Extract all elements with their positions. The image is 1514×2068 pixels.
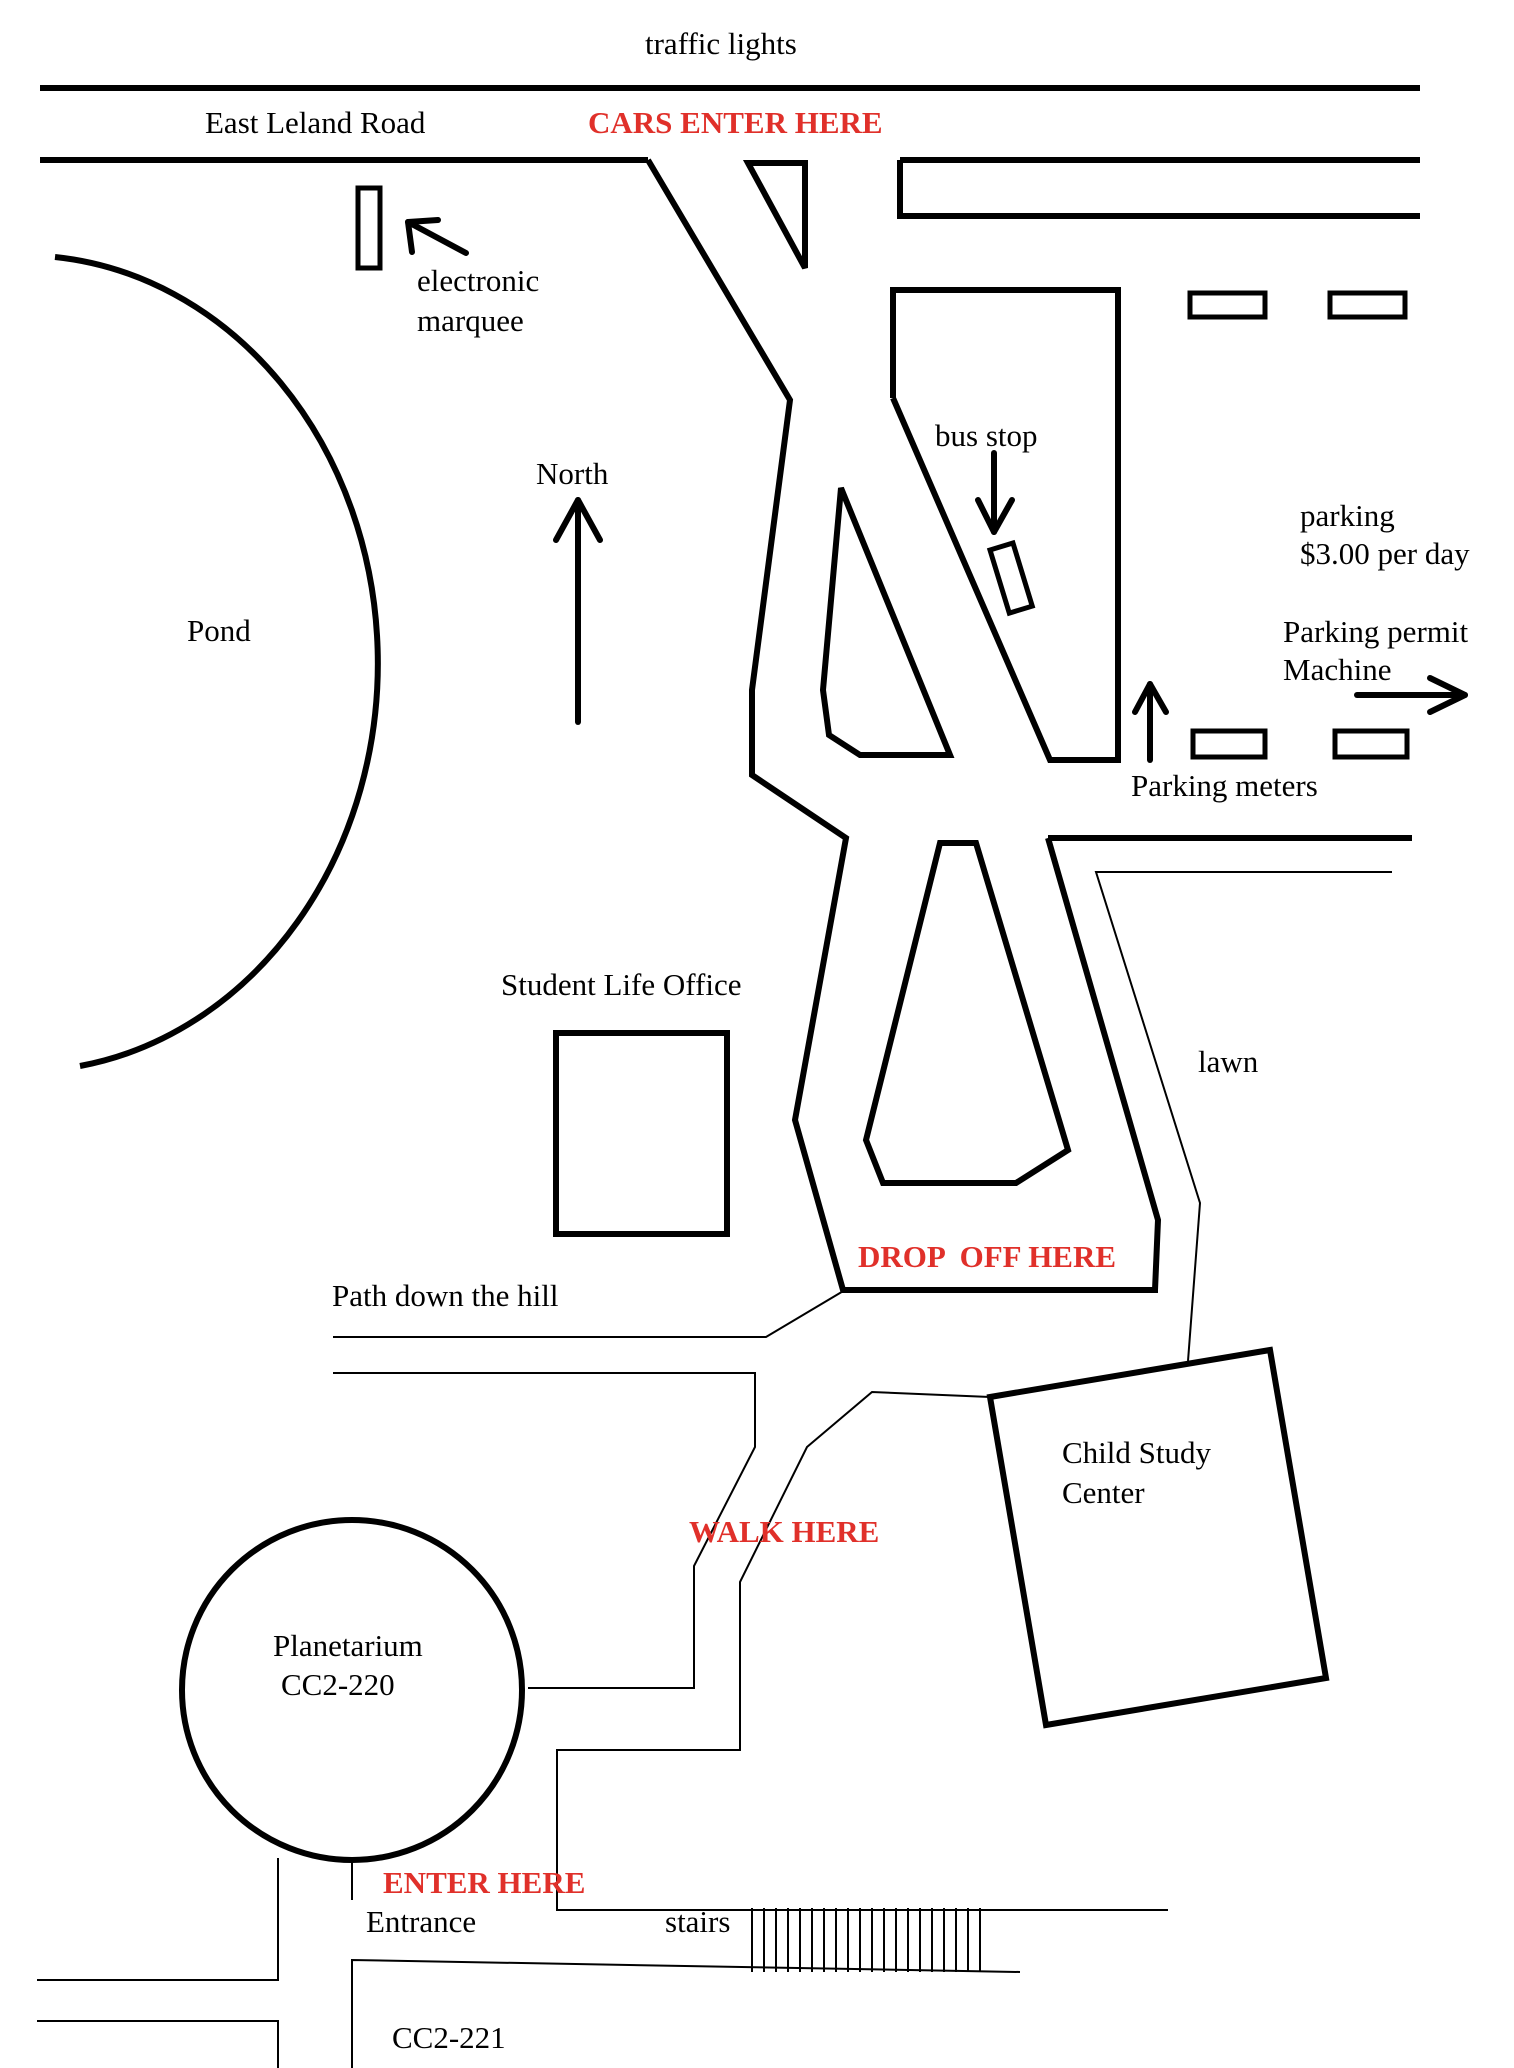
east-leland-road [40, 85, 1420, 219]
drop-off-here-label: DROP OFF HERE [858, 1239, 1116, 1274]
planetarium-room-label: CC2-220 [281, 1667, 395, 1702]
room-cc2-221-label: CC2-221 [392, 2020, 506, 2055]
cars-enter-here-label: CARS ENTER HERE [588, 105, 883, 140]
planetarium-label: Planetarium [273, 1628, 423, 1663]
student-life-office [553, 1030, 730, 1237]
marquee-arrow-icon [405, 217, 469, 256]
parking-space [1327, 290, 1408, 320]
pond-label: Pond [187, 613, 251, 648]
bus-stop-label: bus stop [935, 418, 1038, 453]
drop-off-median [862, 840, 1072, 1186]
north-label: North [536, 456, 609, 491]
child-study-center-label: Child Study [1062, 1435, 1212, 1470]
entrance-median [742, 160, 808, 270]
bus-stop-shelter [986, 539, 1036, 617]
walking-paths [37, 871, 1392, 2068]
student-life-office-label: Student Life Office [501, 967, 741, 1002]
parking-lot-block [890, 287, 1121, 763]
parking-price-label: $3.00 per day [1300, 536, 1470, 571]
parking-label: parking [1300, 498, 1395, 533]
path-down-the-hill-label: Path down the hill [332, 1278, 558, 1313]
lawn-label: lawn [1198, 1044, 1259, 1079]
inner-median-triangle [819, 486, 955, 758]
parking-permit-arrow-icon [1354, 675, 1468, 715]
stairs [751, 1908, 981, 1972]
pond [54, 254, 381, 1069]
parking-space [1187, 290, 1268, 320]
parking-meters-arrow-icon [1132, 681, 1169, 763]
child-study-center-label-2: Center [1062, 1475, 1145, 1510]
drive-right-edge-lower [1045, 837, 1162, 1291]
parking-meter-space [1332, 728, 1410, 760]
drive-left-edge [645, 158, 1158, 1293]
parking-meters-label: Parking meters [1131, 768, 1318, 803]
walk-here-label: WALK HERE [689, 1514, 879, 1549]
north-arrow-icon [553, 497, 603, 725]
enter-here-label: ENTER HERE [383, 1865, 585, 1900]
electronic-marquee-label-2: marquee [417, 303, 524, 338]
bus-stop-arrow-icon [975, 450, 1015, 535]
parking-permit-label: Parking permit [1283, 614, 1468, 649]
traffic-lights-label: traffic lights [645, 26, 797, 61]
road-name-label: East Leland Road [205, 105, 426, 140]
entrance-label: Entrance [366, 1904, 476, 1939]
parking-meter-space [1190, 728, 1268, 760]
electronic-marquee [355, 185, 383, 271]
child-study-center [986, 1346, 1330, 1729]
parking-permit-machine-label: Machine [1283, 652, 1391, 687]
stairs-label: stairs [665, 1904, 730, 1939]
electronic-marquee-label: electronic [417, 263, 539, 298]
